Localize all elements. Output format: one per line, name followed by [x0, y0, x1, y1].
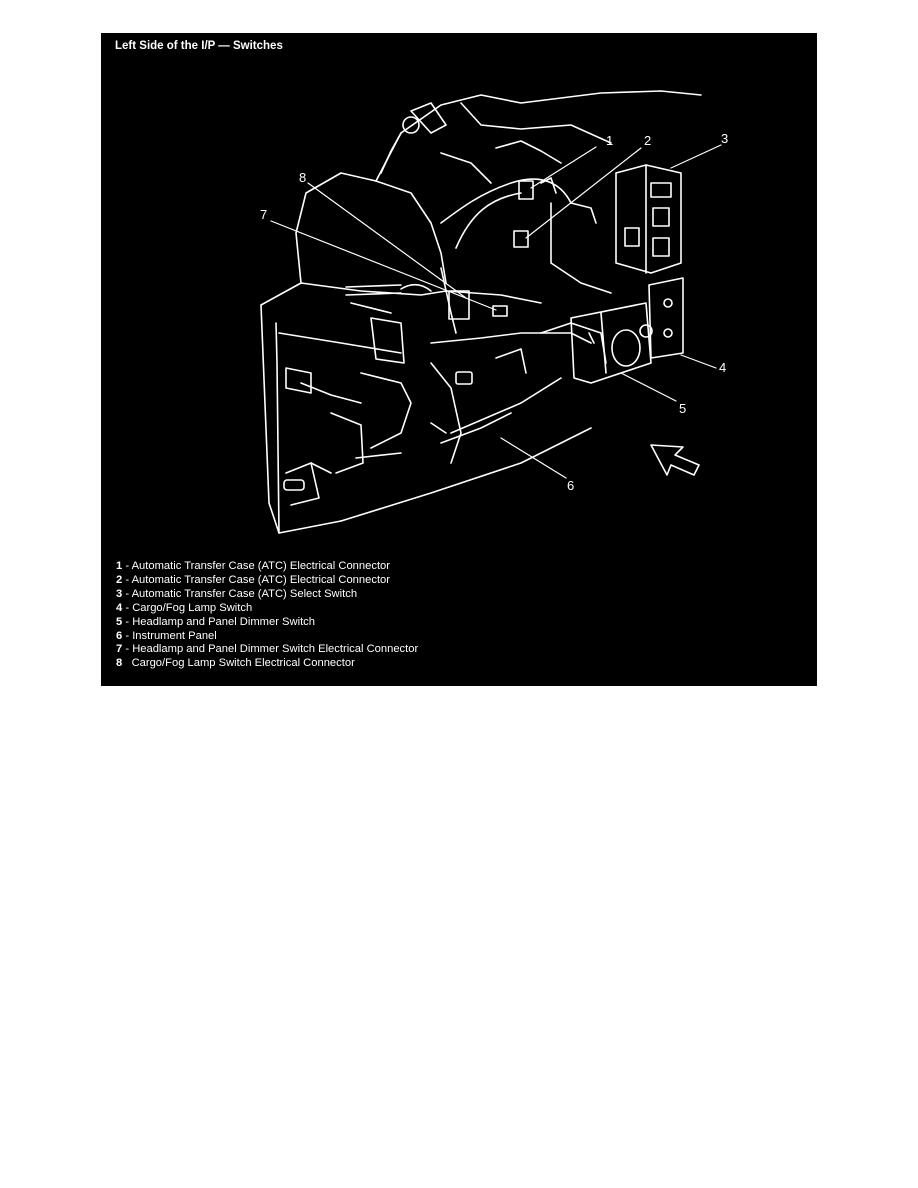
callout-5: 5: [679, 401, 686, 416]
leader-lines: [270, 144, 722, 479]
legend-item: 1 - Automatic Transfer Case (ATC) Electr…: [116, 560, 390, 572]
atc-select-switch: [615, 164, 682, 274]
view-direction-arrow: [650, 444, 700, 476]
callout-2: 2: [644, 133, 651, 148]
legend-item: 6 - Instrument Panel: [116, 629, 217, 642]
dash-beam: [375, 90, 702, 184]
callout-1: 1: [606, 133, 613, 148]
callout-legend: 1 - Automatic Transfer Case (ATC) Electr…: [116, 560, 418, 671]
callout-4: 4: [719, 360, 726, 375]
headlamp-dimmer-switch: [570, 302, 653, 384]
legend-item: 4 - Cargo/Fog Lamp Switch: [116, 601, 253, 614]
diagram-figure: Left Side of the I/P — Switches: [101, 33, 817, 686]
legend-item: 2 - Automatic Transfer Case (ATC) Electr…: [116, 573, 390, 586]
callout-labels: 1 2 3 4 5 6 7 8: [260, 131, 728, 493]
atc-connectors: [448, 177, 597, 320]
wiring-harness: [345, 178, 612, 334]
cargo-fog-lamp-switch: [648, 277, 684, 359]
panel-body: [260, 172, 607, 534]
callout-3: 3: [721, 131, 728, 146]
legend-item: 8 Cargo/Fog Lamp Switch Electrical Conne…: [116, 657, 355, 670]
callout-7: 7: [260, 207, 267, 222]
callout-6: 6: [567, 478, 574, 493]
legend-item: 5 - Headlamp and Panel Dimmer Switch: [116, 615, 315, 628]
legend-item: 7 - Headlamp and Panel Dimmer Switch Ele…: [116, 643, 419, 656]
figure-title: Left Side of the I/P — Switches: [115, 40, 283, 52]
instrument-panel-drawing: 1 2 3 4 5 6 7 8: [260, 90, 728, 534]
callout-8: 8: [299, 170, 306, 185]
legend-item: 3 - Automatic Transfer Case (ATC) Select…: [116, 587, 358, 600]
